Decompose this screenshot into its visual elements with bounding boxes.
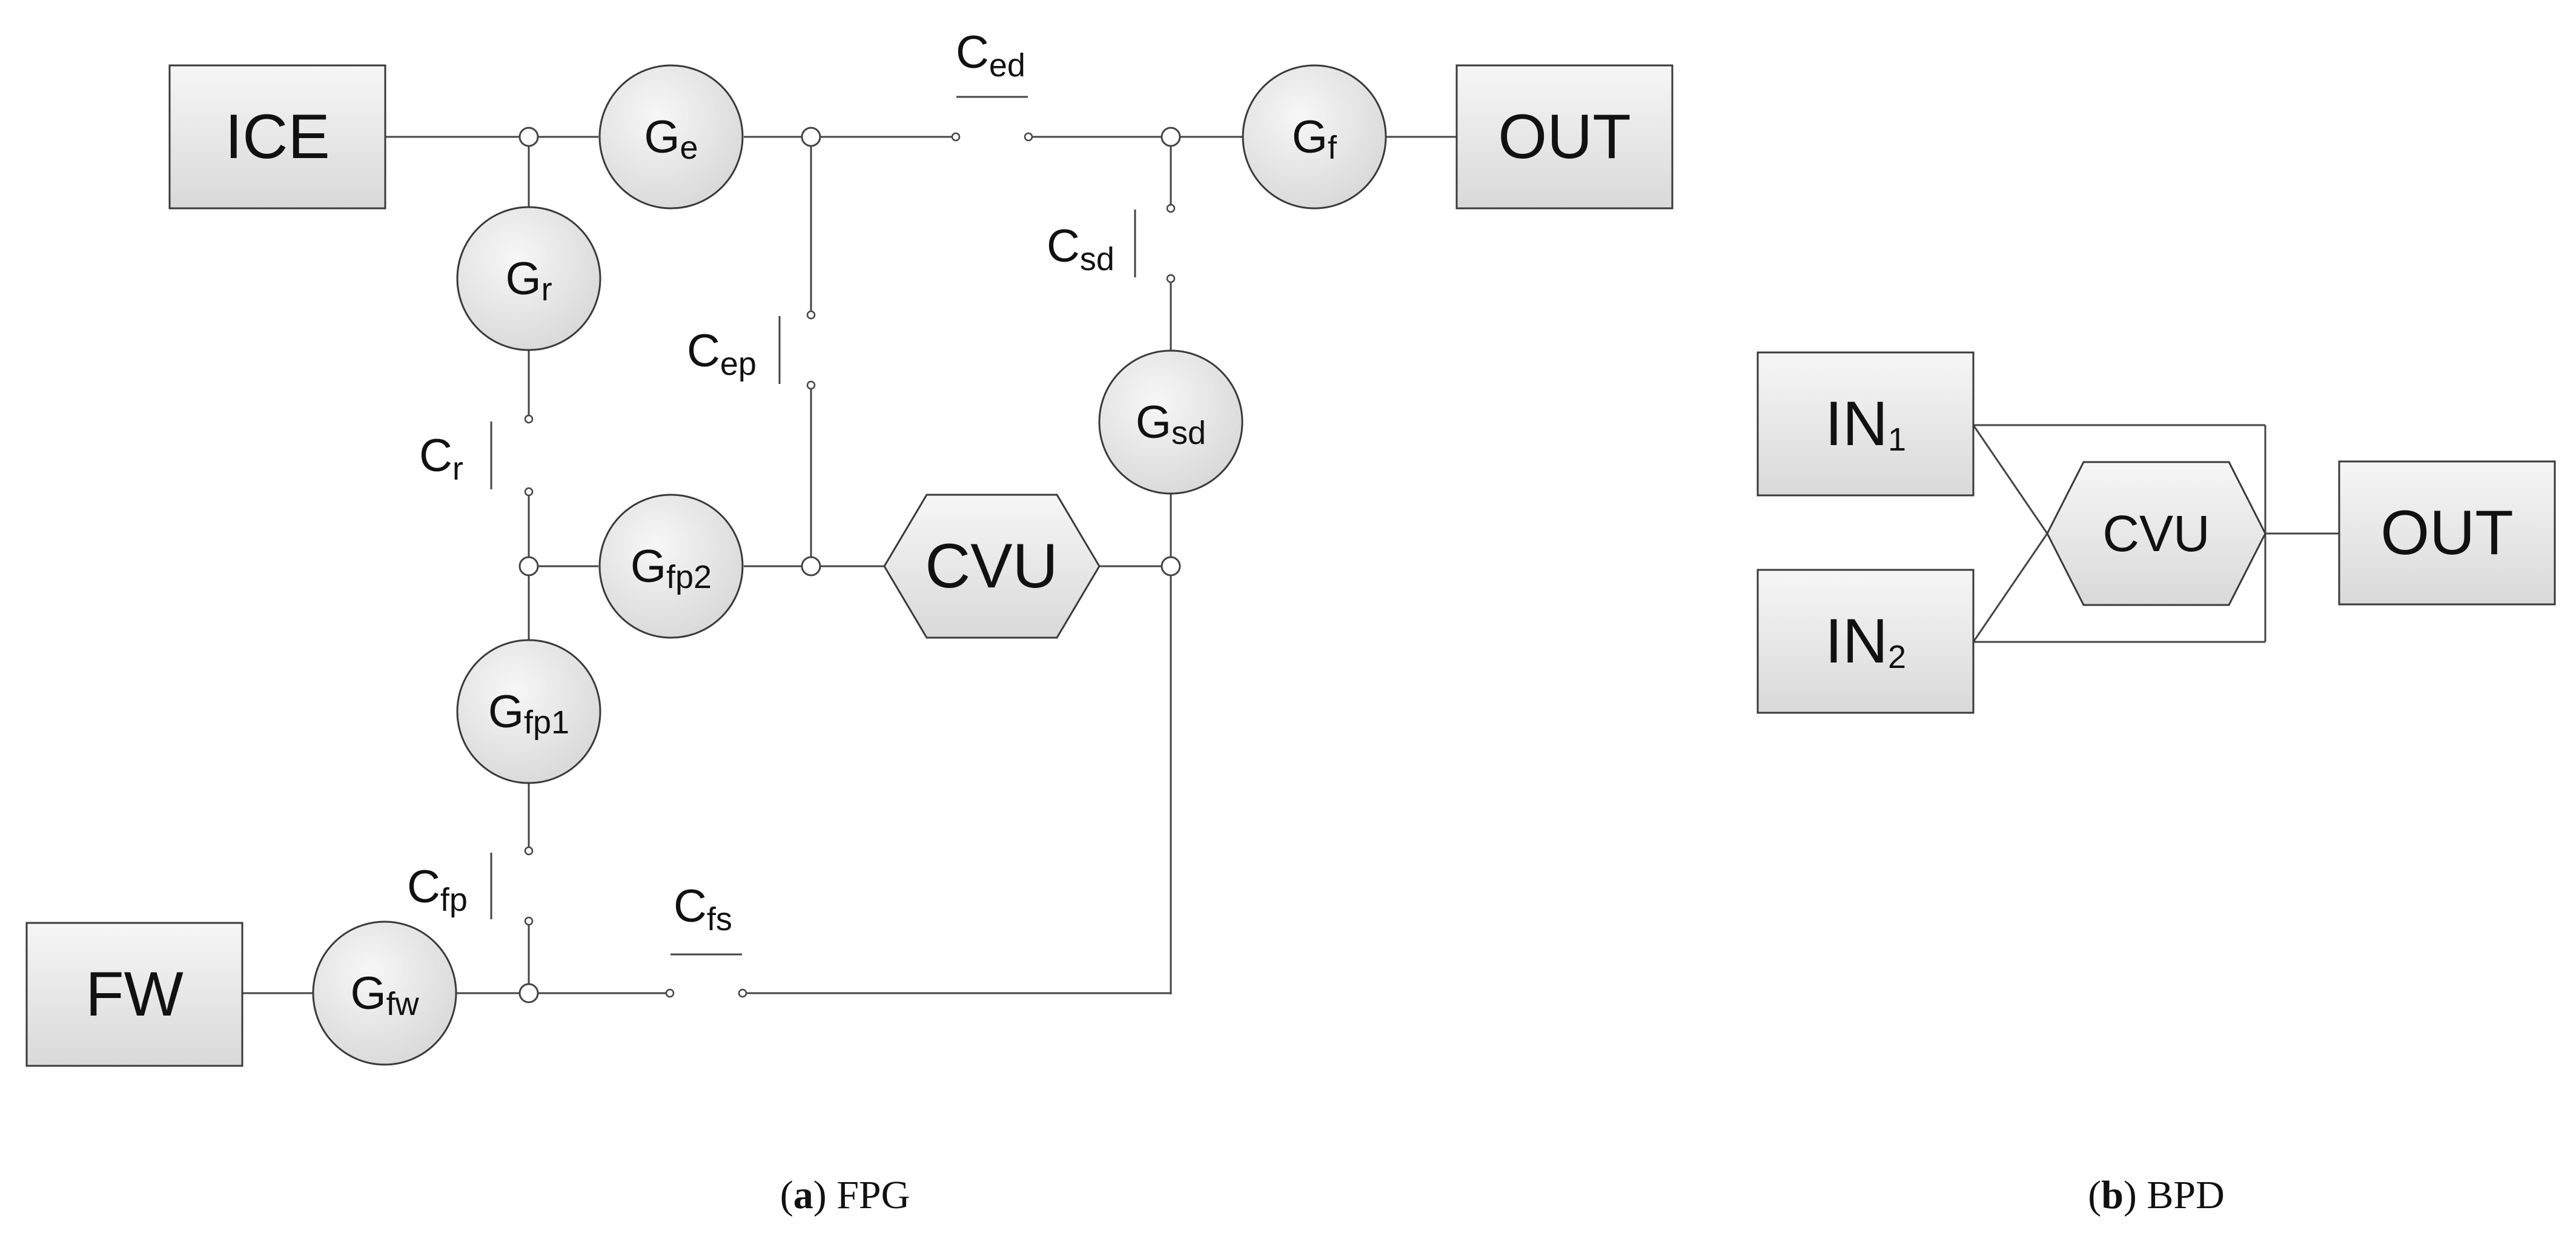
junction-node xyxy=(1161,127,1181,147)
caption-b-key: b xyxy=(2101,1173,2124,1217)
svg-text:Cfs: Cfs xyxy=(674,881,732,937)
gear-gfp1: Gfp1 xyxy=(456,639,601,784)
gear-gsd: Gsd xyxy=(1098,349,1243,495)
junction-node xyxy=(801,127,821,147)
panel-a-fpg: Ced Csd Cep Cr Cfp xyxy=(25,27,1674,1217)
block-ice: ICE xyxy=(168,64,386,210)
in1-label-sub: 1 xyxy=(1888,421,1906,458)
ced-label-sub: ed xyxy=(989,47,1025,84)
block-out-a: OUT xyxy=(1455,64,1674,210)
svg-text:Cep: Cep xyxy=(687,325,757,382)
block-in2: IN2 xyxy=(1757,569,1975,714)
gf-label-base: G xyxy=(1292,111,1328,163)
clutch-cep: Cep xyxy=(687,310,816,390)
junction-node xyxy=(1161,556,1181,577)
caption-b-text: BPD xyxy=(2137,1173,2225,1217)
junction-node xyxy=(518,127,539,147)
caption-a-key: a xyxy=(793,1173,813,1217)
svg-text:Gfp1: Gfp1 xyxy=(488,686,569,741)
cfp-label-sub: fp xyxy=(440,882,468,918)
gsd-label-base: G xyxy=(1136,397,1171,448)
caption-a-close: ) xyxy=(813,1173,827,1217)
wire-in2-to-cvu xyxy=(1972,533,2048,643)
svg-text:IN2: IN2 xyxy=(1825,606,1906,676)
svg-text:Ge: Ge xyxy=(644,111,698,167)
gfp1-label-sub: fp1 xyxy=(524,704,569,741)
caption-a-text: FPG xyxy=(827,1173,910,1217)
cep-label-base: C xyxy=(687,325,720,377)
cfp-label-base: C xyxy=(407,861,440,913)
in1-label-base: IN xyxy=(1825,389,1888,459)
cvu-b-label: CVU xyxy=(2102,505,2210,562)
in2-label-sub: 2 xyxy=(1888,639,1906,675)
out-b-label: OUT xyxy=(2380,498,2514,568)
cfs-label-base: C xyxy=(674,881,707,932)
svg-text:Gr: Gr xyxy=(505,253,552,308)
gear-gfw: Gfw xyxy=(312,920,457,1066)
block-cvu-b: CVU xyxy=(2046,461,2266,606)
cr-label-sub: r xyxy=(452,451,463,487)
block-fw: FW xyxy=(25,922,243,1067)
ge-label-base: G xyxy=(644,111,680,163)
junction-node xyxy=(518,556,539,577)
cfs-label-sub: fs xyxy=(707,901,732,937)
junction-node xyxy=(518,983,539,1003)
out-a-label: OUT xyxy=(1498,102,1631,172)
svg-text:IN1: IN1 xyxy=(1825,389,1906,459)
fw-label: FW xyxy=(85,959,184,1029)
gfp2-label-base: G xyxy=(631,541,666,592)
caption-a-open: ( xyxy=(780,1173,793,1217)
caption-b-close: ) xyxy=(2124,1173,2137,1217)
gear-gfp2: Gfp2 xyxy=(598,494,744,639)
wire-in1-to-cvu xyxy=(1972,425,2048,534)
clutch-csd: Csd xyxy=(1047,203,1176,283)
gr-label-sub: r xyxy=(541,271,552,308)
svg-text:Ced: Ced xyxy=(956,27,1025,84)
panel-a-wires xyxy=(242,136,1457,994)
svg-text:Gf: Gf xyxy=(1292,111,1337,167)
block-in1: IN1 xyxy=(1757,351,1975,497)
clutch-cr: Cr xyxy=(419,414,534,497)
ced-label-base: C xyxy=(956,27,989,78)
svg-text:Csd: Csd xyxy=(1047,220,1114,277)
gfp1-label-base: G xyxy=(488,686,524,738)
csd-label-sub: sd xyxy=(1080,241,1114,277)
svg-text:Cr: Cr xyxy=(419,430,463,487)
gear-gr: Gr xyxy=(456,206,601,351)
clutch-ced: Ced xyxy=(951,27,1033,142)
gfw-label-sub: fw xyxy=(386,986,420,1022)
panel-b-bpd: IN1 IN2 CVU OUT (b) BPD xyxy=(1757,351,2556,1217)
caption-b-open: ( xyxy=(2088,1173,2101,1217)
ice-label: ICE xyxy=(225,102,329,172)
block-cvu-a: CVU xyxy=(883,494,1101,639)
svg-text:Gfp2: Gfp2 xyxy=(631,541,712,596)
svg-text:Cfp: Cfp xyxy=(407,861,468,918)
gf-label-sub: f xyxy=(1328,130,1337,166)
gr-label-base: G xyxy=(505,253,541,305)
cep-label-sub: ep xyxy=(720,346,757,382)
caption-b: (b) BPD xyxy=(2088,1173,2225,1217)
in2-label-base: IN xyxy=(1825,606,1888,676)
block-out-b: OUT xyxy=(2338,460,2556,606)
caption-a: (a) FPG xyxy=(780,1173,910,1217)
gear-ge: Ge xyxy=(598,64,744,210)
clutch-cfs: Cfs xyxy=(665,881,747,998)
gsd-label-sub: sd xyxy=(1171,415,1206,451)
gfw-label-base: G xyxy=(350,968,386,1019)
cvu-a-label: CVU xyxy=(925,531,1058,601)
csd-label-base: C xyxy=(1047,220,1080,272)
panel-a-junctions xyxy=(518,127,1181,1003)
gfp2-label-sub: fp2 xyxy=(666,559,712,595)
svg-text:Gfw: Gfw xyxy=(350,968,419,1023)
cr-label-base: C xyxy=(419,430,452,481)
ge-label-sub: e xyxy=(680,130,698,166)
svg-text:Gsd: Gsd xyxy=(1136,397,1206,452)
junction-node xyxy=(801,556,821,577)
gear-gf: Gf xyxy=(1242,64,1387,210)
clutch-cfp: Cfp xyxy=(407,846,534,926)
